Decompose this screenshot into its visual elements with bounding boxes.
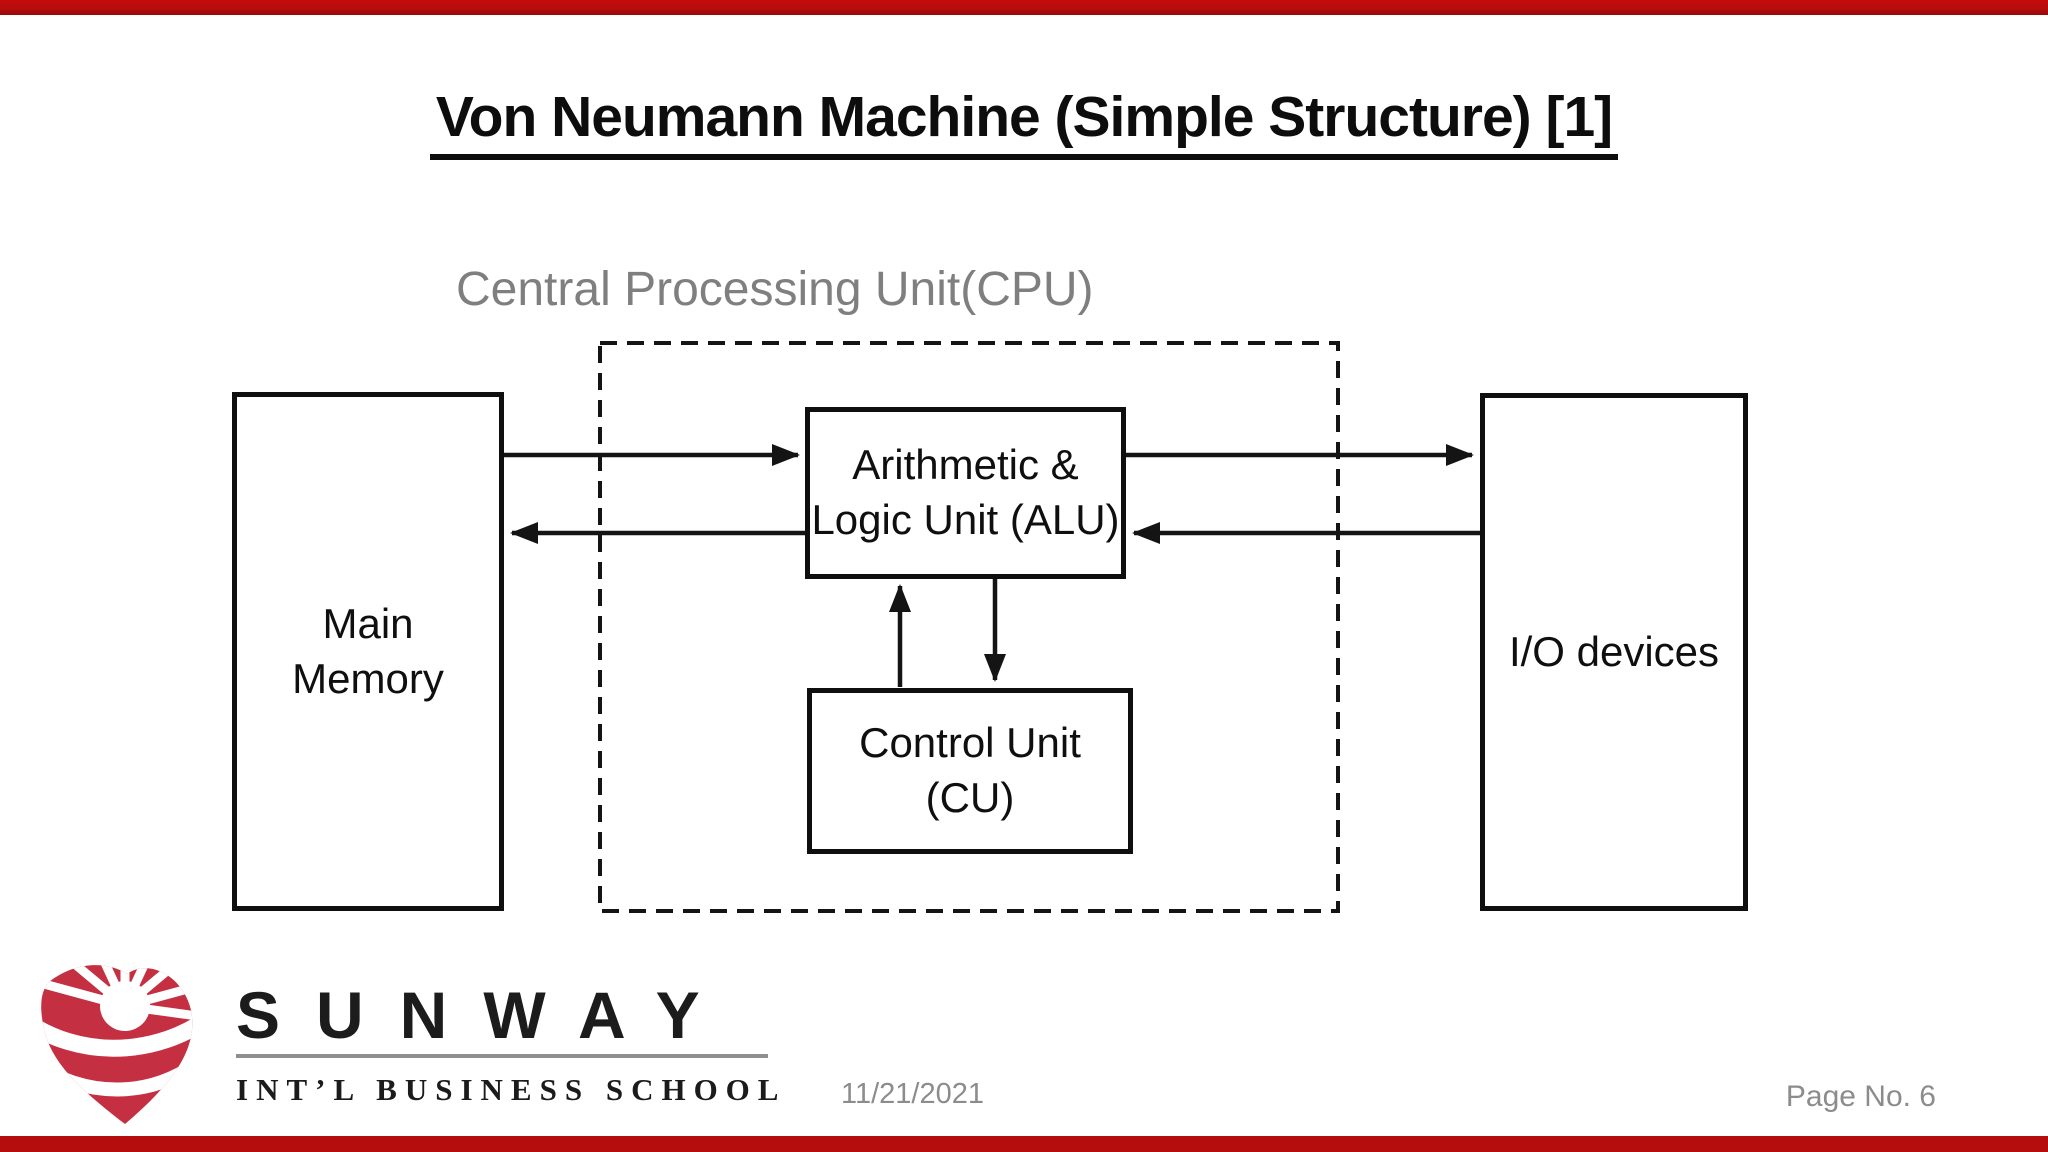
logo-divider — [236, 1054, 768, 1058]
cpu-group-label: Central Processing Unit(CPU) — [456, 263, 1094, 316]
alu-label-line1: Arithmetic & — [852, 441, 1079, 489]
page-number: Page No. 6 — [1785, 1080, 1936, 1113]
sunway-shield-icon — [41, 965, 193, 1124]
node-main-memory: Main Memory — [232, 392, 504, 911]
node-cu: Control Unit (CU) — [807, 688, 1133, 854]
main-memory-label-line1: Main — [322, 599, 414, 647]
node-io: I/O devices — [1480, 393, 1748, 911]
slide-date: 11/21/2021 — [841, 1078, 984, 1110]
sunway-school-name: INT’L BUSINESS SCHOOL — [236, 1072, 787, 1107]
top-red-bar — [0, 0, 2048, 15]
node-alu: Arithmetic & Logic Unit (ALU) — [805, 407, 1126, 579]
cu-label-line2: (CU) — [925, 774, 1015, 821]
slide-title: Von Neumann Machine (Simple Structure) [… — [429, 86, 1619, 160]
main-memory-label-line2: Memory — [292, 654, 444, 702]
io-label-line1: I/O devices — [1508, 627, 1720, 675]
cu-label-line1: Control Unit — [859, 719, 1081, 767]
title-row: Von Neumann Machine (Simple Structure) [… — [0, 86, 2048, 160]
sunway-wordmark: SUNWAY — [236, 978, 736, 1052]
alu-label-line2: Logic Unit (ALU) — [811, 496, 1120, 543]
bottom-red-bar — [0, 1136, 2048, 1152]
